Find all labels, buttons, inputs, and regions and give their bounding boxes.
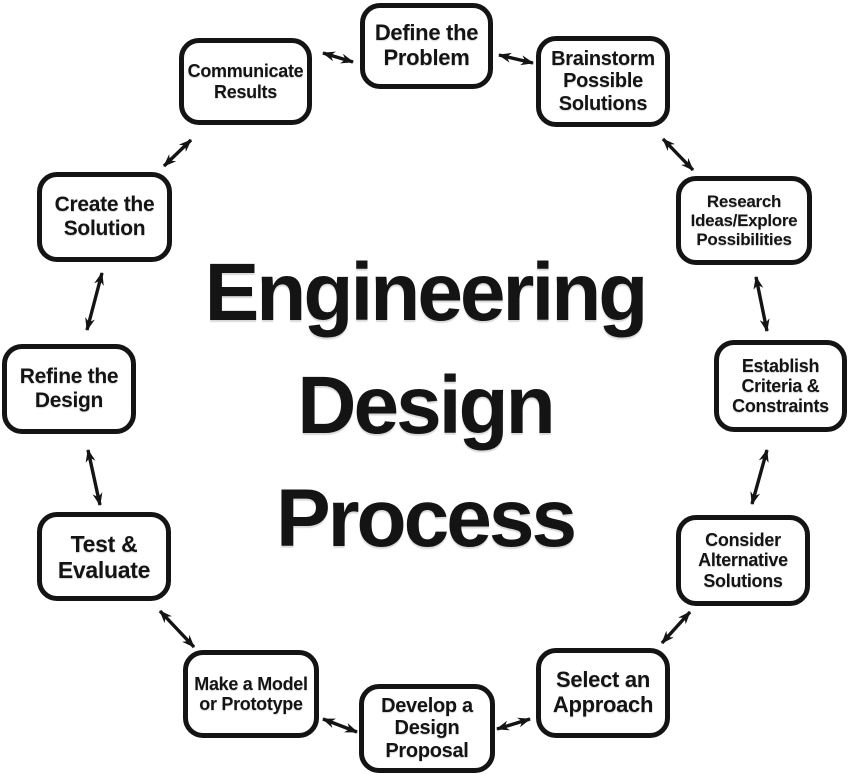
- arrow-define-brainstorm: [498, 52, 534, 66]
- arrow-develop-make: [322, 717, 358, 734]
- step-box-define-the-problem: Define the Problem: [360, 3, 493, 89]
- arrow-make-test: [158, 609, 196, 649]
- arrow-create-communicate: [162, 138, 193, 168]
- arrow-communicate-define: [322, 51, 354, 64]
- step-box-develop-a-design-proposal: Develop a Design Proposal: [359, 684, 495, 773]
- step-box-communicate-results: Communicate Results: [179, 38, 312, 125]
- step-box-consider-alternative-solutions: Consider Alternative Solutions: [676, 515, 810, 606]
- arrow-consider-select: [660, 610, 692, 645]
- step-box-refine-the-design: Refine the Design: [2, 344, 136, 434]
- step-box-create-the-solution: Create the Solution: [37, 172, 172, 262]
- step-box-make-a-model-or-prototype: Make a Model or Prototype: [183, 650, 319, 738]
- step-box-establish-criteria-constraints: Establish Criteria & Constraints: [714, 340, 847, 432]
- step-box-brainstorm-possible-solutions: Brainstorm Possible Solutions: [536, 36, 670, 127]
- step-box-test-evaluate: Test & Evaluate: [37, 512, 171, 601]
- step-box-research-ideas-explore-possibilities: Research Ideas/Explore Possibilities: [676, 176, 812, 265]
- arrow-test-refine: [85, 449, 103, 506]
- step-box-select-an-approach: Select an Approach: [536, 648, 670, 738]
- arrow-establish-consider: [750, 449, 769, 505]
- arrow-research-establish: [753, 276, 770, 332]
- arrow-brainstorm-research: [661, 137, 695, 172]
- arrow-select-develop: [496, 717, 531, 731]
- arrow-refine-create: [85, 272, 104, 331]
